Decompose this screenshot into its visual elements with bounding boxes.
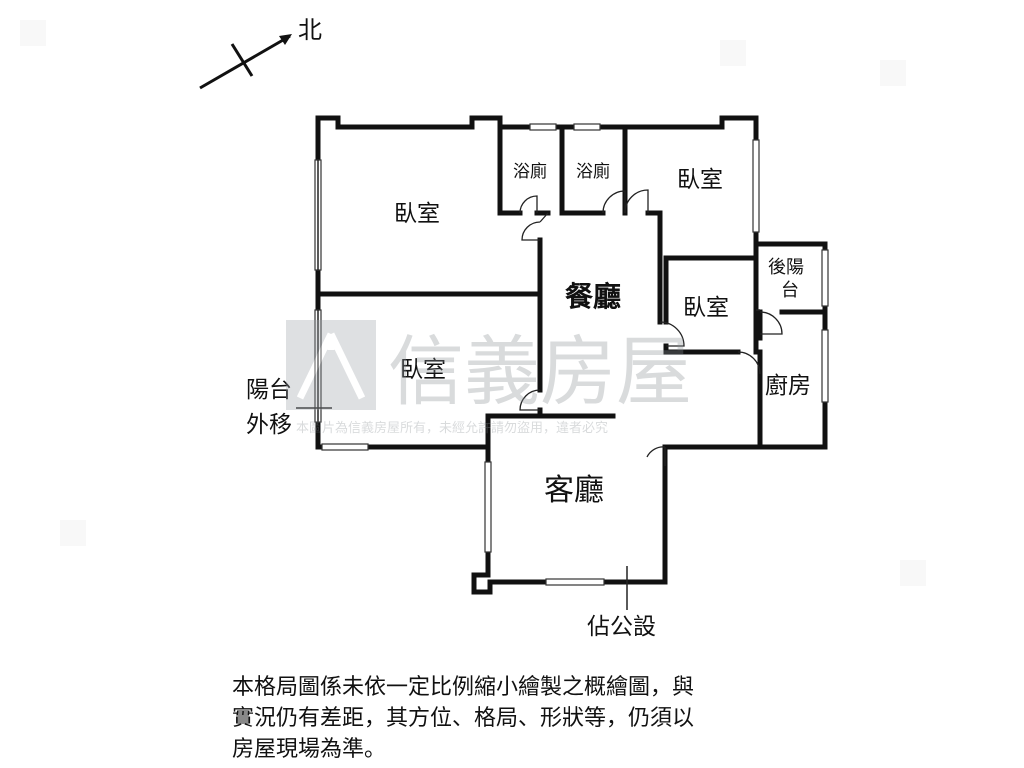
room-label-bath-1: 浴廁 [513, 161, 547, 182]
disclaimer-line-3: 房屋現場為準。 [232, 737, 387, 762]
room-label-bath-2: 浴廁 [576, 161, 610, 182]
north-arrow-icon [199, 34, 292, 90]
compass-label: 北 [298, 16, 322, 44]
room-label-bedroom-nw: 臥室 [394, 201, 440, 227]
room-label-kitchen: 廚房 [765, 373, 811, 399]
annotation-balcony-moved-2: 外移 [246, 412, 292, 438]
windows [314, 123, 829, 586]
room-label-dining: 餐廳 [565, 280, 621, 313]
disclaimer-note: 本格局圖係未依一定比例縮小繪製之概繪圖，與 實況仍有差距，其方位、格局、形狀等，… [232, 672, 792, 765]
door-swings [519, 189, 783, 466]
room-label-bedroom-w: 臥室 [400, 357, 446, 383]
room-label-bedroom-ne: 臥室 [677, 167, 723, 193]
room-label-back-balcony-2: 台 [781, 280, 799, 301]
brand-watermark-text: 信義房屋 [388, 327, 692, 416]
brand-logo-icon [286, 320, 376, 410]
room-label-bedroom-small: 臥室 [683, 295, 729, 321]
annotation-public-area: 佔公設 [587, 614, 656, 640]
annotation-balcony-moved-1: 陽台 [246, 377, 292, 403]
disclaimer-line-1: 本格局圖係未依一定比例縮小繪製之概繪圖，與 [232, 675, 695, 700]
background-watermark-pattern [20, 20, 926, 586]
disclaimer-line-2: 實況仍有差距，其方位、格局、形狀等，仍須以 [232, 706, 695, 731]
room-label-back-balcony-1: 後陽 [768, 257, 804, 278]
brand-watermark: 信義房屋 本圖片為信義房屋所有，未經允許請勿盜用，違者必究 [286, 320, 692, 436]
copyright-watermark-text: 本圖片為信義房屋所有，未經允許請勿盜用，違者必究 [296, 420, 608, 436]
walls [315, 115, 828, 595]
room-label-living: 客廳 [544, 473, 604, 508]
